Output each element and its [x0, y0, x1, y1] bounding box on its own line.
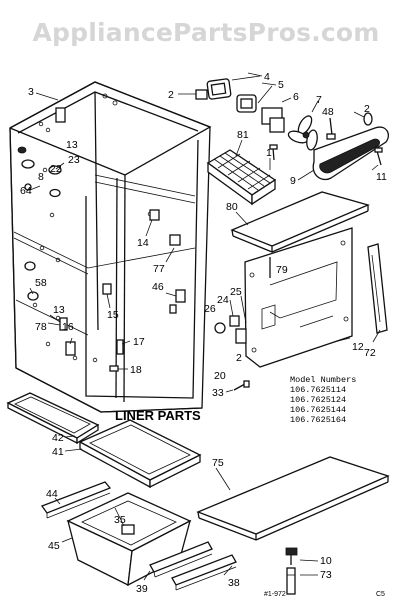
- callout-72: 72: [364, 347, 376, 359]
- part-81-ice-tray: [206, 149, 277, 206]
- part-39-rail: [149, 541, 213, 578]
- callout-11: 11: [376, 171, 387, 183]
- drawing-code: #1-972: [264, 591, 286, 598]
- callout-13: 13: [66, 139, 78, 151]
- callout-17: 17: [133, 336, 145, 348]
- callout-42: 42: [52, 432, 64, 444]
- evaporator-fan-group: [178, 75, 390, 181]
- cabinet-liner: [9, 81, 212, 413]
- callout-38: 38: [228, 577, 240, 589]
- callout-18: 18: [130, 364, 142, 376]
- callout-39: 39: [136, 583, 148, 595]
- callout-20: 20: [214, 370, 226, 382]
- model-numbers-block: Model Numbers 106.7625114 106.7625124 10…: [290, 375, 356, 425]
- callout-3: 3: [28, 86, 34, 98]
- callout-13-lower: 13: [53, 304, 65, 316]
- part-12-control-panel: [214, 227, 353, 393]
- callout-14: 14: [137, 237, 149, 249]
- callout-79: 79: [276, 264, 288, 276]
- watermark: AppliancePartsPros.com: [32, 18, 380, 47]
- callout-23: 23: [68, 154, 80, 166]
- callout-4: 4: [264, 71, 270, 83]
- callout-26: 26: [204, 303, 216, 315]
- callout-9: 9: [290, 175, 296, 187]
- callout-16: 16: [62, 321, 74, 333]
- part-45-crisper-pan: [66, 492, 192, 587]
- model-number: 106.7625114: [290, 385, 346, 395]
- callout-12: 12: [352, 341, 364, 353]
- callout-22: 22: [50, 163, 62, 175]
- callout-33: 33: [212, 387, 224, 399]
- callout-35: 35: [114, 514, 126, 526]
- part-41-pan-cover: [78, 419, 202, 489]
- callout-41: 41: [52, 446, 64, 458]
- part-38-rail: [171, 554, 237, 591]
- callout-15: 15: [107, 309, 119, 321]
- model-number: 106.7625124: [290, 395, 346, 405]
- part-44-crisper-rail: [40, 481, 112, 519]
- model-number: 106.7625144: [290, 405, 346, 415]
- callout-6: 6: [293, 91, 299, 103]
- callout-75: 75: [212, 457, 224, 469]
- model-numbers-heading: Model Numbers: [290, 375, 356, 385]
- callout-labels: 3 2 4 5 6 7 48 2 81 1 11 9 13 8 22 23 64…: [20, 71, 387, 595]
- callout-80: 80: [226, 201, 238, 213]
- part-42-drip-tray: [6, 392, 100, 445]
- page-code: C5: [376, 591, 385, 598]
- callout-7: 7: [316, 94, 322, 106]
- part-75-refrigerator-shelf: [196, 456, 390, 541]
- callout-78: 78: [35, 321, 47, 333]
- part-2-grommet-right: [363, 112, 373, 126]
- callout-44: 44: [46, 488, 58, 500]
- callout-58: 58: [35, 277, 47, 289]
- callout-2-lower: 2: [236, 352, 242, 364]
- callout-25: 25: [230, 286, 242, 298]
- part-7-fan-blade: [287, 115, 318, 151]
- callout-81: 81: [237, 129, 249, 141]
- callout-2-right: 2: [364, 103, 370, 115]
- callout-77: 77: [153, 263, 165, 275]
- callout-45: 45: [48, 540, 60, 552]
- callout-2: 2: [168, 89, 174, 101]
- part-73-shelf-support: [286, 567, 296, 595]
- callout-5: 5: [278, 79, 284, 91]
- callout-48: 48: [322, 106, 334, 118]
- liner-parts-title: LINER PARTS: [115, 408, 201, 423]
- callout-1: 1: [266, 147, 272, 159]
- part-80-freezer-shelf: [230, 191, 370, 253]
- callout-46: 46: [152, 281, 164, 293]
- callout-24: 24: [217, 294, 229, 306]
- leader-lines: [29, 72, 381, 581]
- part-10-shelf-bracket: [285, 547, 298, 565]
- callout-10: 10: [320, 555, 332, 567]
- part-2-grommet: [195, 89, 208, 100]
- part-72-trim-strip: [367, 243, 388, 334]
- callout-8: 8: [38, 171, 44, 183]
- callout-64: 64: [20, 185, 32, 197]
- callout-73: 73: [320, 569, 332, 581]
- model-number: 106.7625164: [290, 415, 346, 425]
